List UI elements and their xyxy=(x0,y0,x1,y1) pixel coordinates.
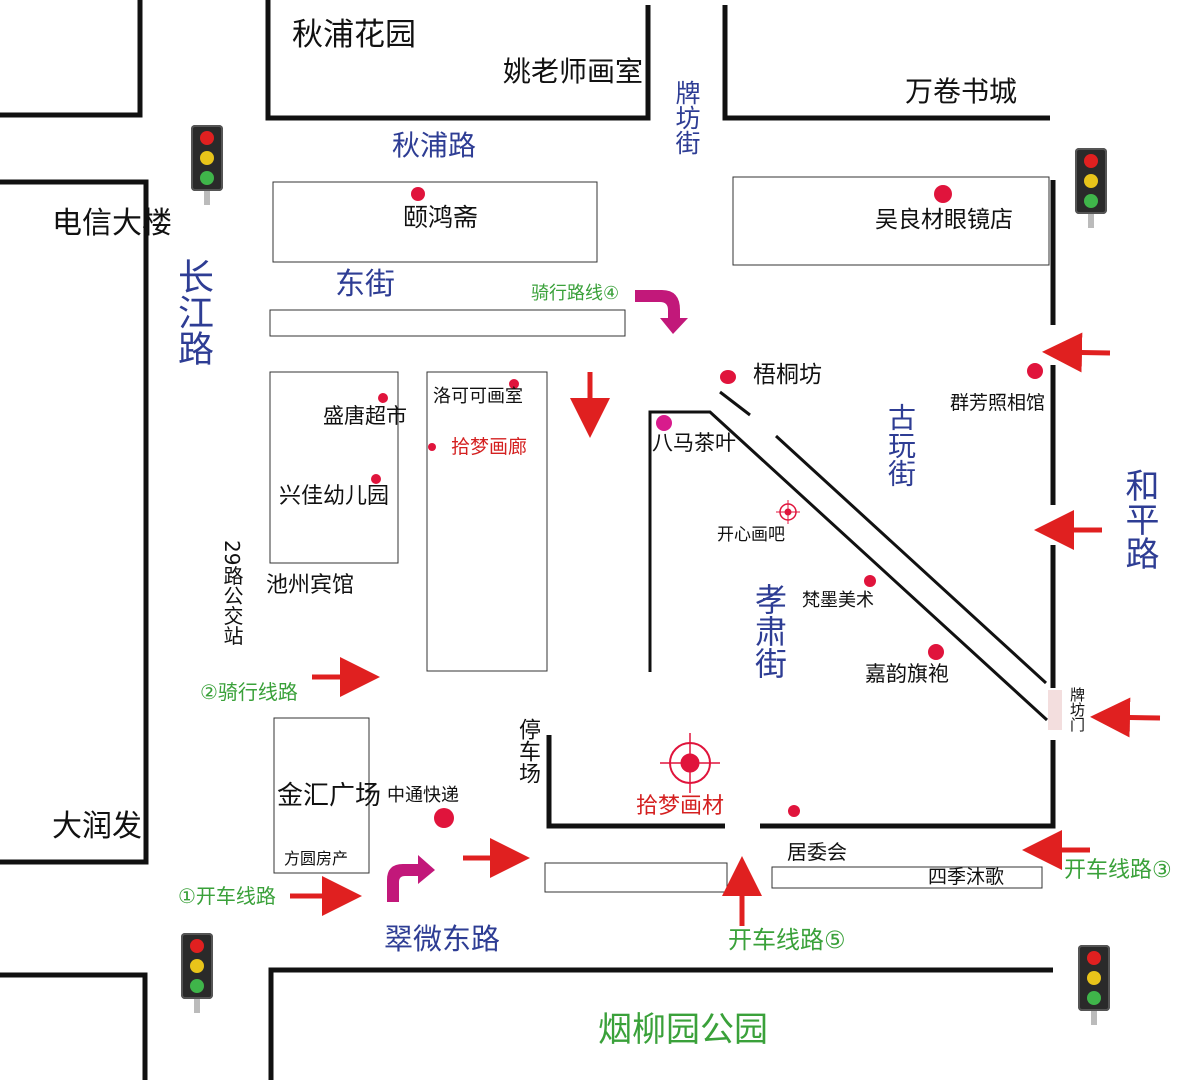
place-qunfang: 群芳照相馆 xyxy=(950,392,1046,414)
place-chizhou-hotel: 池州宾馆 xyxy=(266,573,355,598)
route-label-ride2: ②骑行线路 xyxy=(200,680,298,704)
place-shimeng-gallery: 拾梦画廊 xyxy=(451,436,528,458)
place-bama: 八马茶叶 xyxy=(652,431,736,455)
place-kaixin: 开心画吧 xyxy=(717,525,785,545)
location-dot-icon xyxy=(378,393,388,403)
road-label-heping: 和平路 xyxy=(1119,468,1159,570)
place-telecom: 电信大楼 xyxy=(52,206,172,241)
red-arrow-icon xyxy=(1042,332,1111,373)
road-label-xiaosu: 孝肃街 xyxy=(750,583,788,679)
location-dot-icon xyxy=(928,644,944,660)
traffic-light-icon xyxy=(191,125,223,205)
location-dot-icon xyxy=(434,808,454,828)
route-label-drive3: 开车线路③ xyxy=(1064,858,1172,883)
route-label-drive5: 开车线路⑤ xyxy=(728,926,846,954)
place-yihongzhai: 颐鸿斋 xyxy=(403,203,479,232)
curved-arrow-icon xyxy=(635,290,688,334)
place-jiayun: 嘉韵旗袍 xyxy=(865,662,949,686)
road-label-changjiang: 长江路 xyxy=(172,258,213,366)
route-arrows xyxy=(290,332,1161,926)
target-icon xyxy=(660,733,720,793)
place-qiupu-garden: 秋浦花园 xyxy=(292,17,416,53)
road-label-qiupu: 秋浦路 xyxy=(392,129,477,162)
road-label-paifang-street: 牌坊街 xyxy=(672,80,701,155)
place-xingjia: 兴佳幼儿园 xyxy=(279,484,390,509)
curved-arrow-icon xyxy=(387,855,435,902)
place-wutongfang: 梧桐坊 xyxy=(753,362,822,388)
location-dot-icon xyxy=(411,187,425,201)
red-arrow-icon xyxy=(1090,697,1161,738)
place-siji: 四季沐歌 xyxy=(928,866,1005,888)
location-dot-icon xyxy=(934,185,952,203)
location-dot-icon xyxy=(864,575,876,587)
place-bus29: 29路公交站 xyxy=(220,540,244,646)
place-runfa: 大润发 xyxy=(52,809,142,844)
traffic-light-icon xyxy=(1075,148,1107,228)
location-dot-icon xyxy=(720,370,736,384)
road-label-guwan: 古玩街 xyxy=(884,403,917,487)
location-dot-icon xyxy=(1027,363,1043,379)
place-juweihui: 居委会 xyxy=(787,840,847,864)
location-dot-icon xyxy=(428,443,436,451)
place-wanjuan: 万卷书城 xyxy=(905,75,1018,108)
place-yao-studio: 姚老师画室 xyxy=(503,55,644,88)
road-label-dongjie: 东街 xyxy=(335,267,395,302)
place-shengtang: 盛唐超市 xyxy=(323,404,407,428)
place-yanliuyuan: 烟柳园公园 xyxy=(598,1010,768,1050)
paifang-gate-marker xyxy=(1048,690,1062,730)
place-parking: 停车场 xyxy=(515,718,540,784)
traffic-light-icon xyxy=(181,933,213,1013)
route-label-ride4: 骑行路线④ xyxy=(531,283,620,304)
location-dots xyxy=(371,185,1043,828)
place-paifang-gate: 牌坊门 xyxy=(1068,687,1086,732)
target-icon xyxy=(776,500,800,524)
place-fangyuan: 方圆房产 xyxy=(284,849,349,868)
location-dot-icon xyxy=(788,805,800,817)
place-wuliangcai: 吴良材眼镜店 xyxy=(875,207,1013,233)
location-dot-icon xyxy=(509,379,519,389)
traffic-light-icon xyxy=(1078,945,1110,1025)
place-zhongtong: 中通快递 xyxy=(387,785,459,806)
blocks xyxy=(269,176,1050,893)
place-jinhui: 金汇广场 xyxy=(277,781,382,811)
place-fanmo: 梵墨美术 xyxy=(802,590,874,611)
road-label-cuiwei: 翠微东路 xyxy=(384,922,501,956)
diagonal-street xyxy=(648,390,1049,722)
location-dot-icon xyxy=(656,415,672,431)
place-luokeke: 洛可可画室 xyxy=(433,386,523,407)
building-outlines xyxy=(0,0,1056,1080)
place-shimeng-materials: 拾梦画材 xyxy=(636,794,725,819)
location-dot-icon xyxy=(371,474,381,484)
route-label-drive1: ①开车线路 xyxy=(178,884,276,908)
